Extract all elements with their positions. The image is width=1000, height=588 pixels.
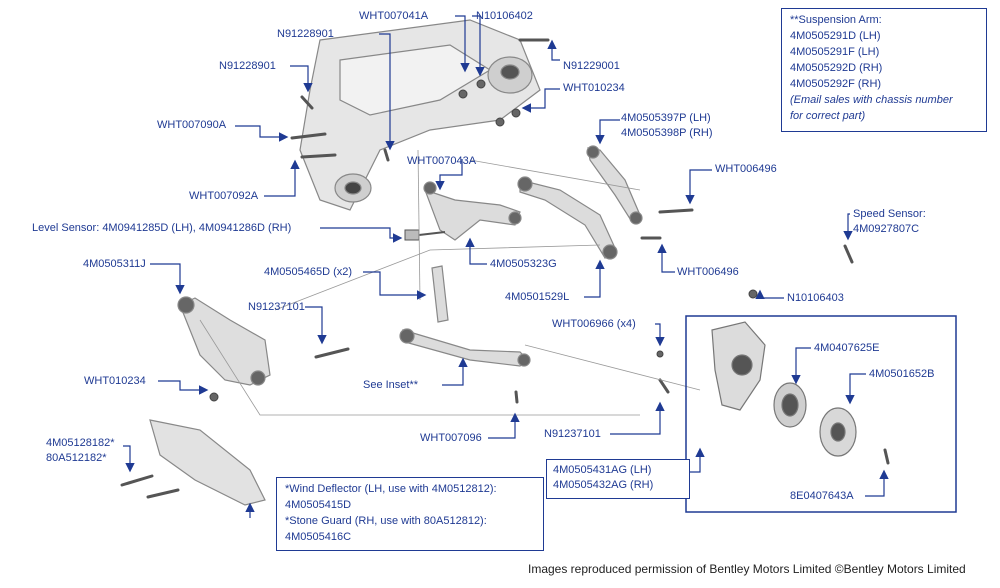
deflector-line-2: 4M0505415D xyxy=(285,499,352,511)
label-4m0505398p: 4M0505398P (RH) xyxy=(621,127,713,139)
label-wht007096: WHT007096 xyxy=(420,432,482,444)
suspension-arm-part-3: 4M0505292D (RH) xyxy=(790,62,883,74)
label-level-sensor: Level Sensor: 4M0941285D (LH), 4M0941286… xyxy=(32,222,292,234)
wheel-bearing-part xyxy=(773,382,807,428)
label-see-inset: See Inset** xyxy=(363,379,419,391)
guide-lines xyxy=(199,149,701,416)
image-credit: Images reproduced permission of Bentley … xyxy=(528,562,966,576)
suspension-arm-box: **Suspension Arm: 4M0505291D (LH) 4M0505… xyxy=(781,8,987,132)
label-4m0407625e: 4M0407625E xyxy=(814,342,880,354)
nuts xyxy=(209,79,758,402)
label-4m0505323g: 4M0505323G xyxy=(490,258,557,270)
label-80a512182: 80A512182* xyxy=(46,452,107,464)
label-n91229001: N91229001 xyxy=(563,60,620,72)
upper-arm-part xyxy=(423,181,522,241)
label-wht010234-top: WHT010234 xyxy=(563,82,625,94)
label-wht007090a: WHT007090A xyxy=(157,119,227,131)
deflector-box: *Wind Deflector (LH, use with 4M0512812)… xyxy=(276,477,544,551)
label-wht007043a: WHT007043A xyxy=(407,155,477,167)
deflector-line-1: *Wind Deflector (LH, use with 4M0512812)… xyxy=(285,483,497,495)
label-wht006496-a: WHT006496 xyxy=(715,163,777,175)
label-4m0501529l: 4M0501529L xyxy=(505,291,570,303)
label-speed-sensor-title: Speed Sensor: xyxy=(853,208,926,220)
subframe-part xyxy=(299,19,541,211)
link-part xyxy=(431,265,449,323)
label-4m05128182: 4M05128182* xyxy=(46,437,115,449)
label-n91228901-b: N91228901 xyxy=(219,60,276,72)
hub-part-lh: 4M0505431AG (LH) xyxy=(553,464,652,476)
label-wht007092a: WHT007092A xyxy=(189,190,259,202)
hub-carrier-part xyxy=(711,321,766,411)
label-wht006496-b: WHT006496 xyxy=(677,266,739,278)
wheel-hub-part xyxy=(819,407,857,457)
label-wht010234-left: WHT010234 xyxy=(84,375,146,387)
lower-link-part xyxy=(399,328,531,367)
label-n91237101-b: N91237101 xyxy=(544,428,601,440)
deflector-line-3: *Stone Guard (RH, use with 80A512812): xyxy=(285,515,487,527)
label-n91237101-a: N91237101 xyxy=(248,301,305,313)
label-wht007041a: WHT007041A xyxy=(359,10,429,22)
label-n91228901-a: N91228901 xyxy=(277,28,334,40)
label-speed-sensor-part: 4M0927807C xyxy=(853,223,920,235)
suspension-arm-note-2: for correct part) xyxy=(790,110,866,122)
label-wht006966: WHT006966 (x4) xyxy=(552,318,636,330)
label-n10106403: N10106403 xyxy=(787,292,844,304)
label-4m0501652b: 4M0501652B xyxy=(869,368,935,380)
leader-lines xyxy=(123,15,889,518)
hub-part-rh: 4M0505432AG (RH) xyxy=(553,479,654,491)
label-4m0505465d: 4M0505465D (x2) xyxy=(264,266,353,278)
stone-guard-part xyxy=(149,419,266,506)
bolts xyxy=(120,38,890,499)
wishbone-part xyxy=(177,296,271,386)
suspension-arm-part-4: 4M0505292F (RH) xyxy=(790,78,882,90)
control-arm-part xyxy=(517,176,618,260)
suspension-arm-part-2: 4M0505291F (LH) xyxy=(790,46,880,58)
inset-frame xyxy=(685,315,957,513)
suspension-arm-part-1: 4M0505291D (LH) xyxy=(790,30,881,42)
trailing-arm-part xyxy=(586,145,643,225)
hub-part-box: 4M0505431AG (LH) 4M0505432AG (RH) xyxy=(546,459,690,499)
label-4m0505397p: 4M0505397P (LH) xyxy=(621,112,711,124)
deflector-line-4: 4M0505416C xyxy=(285,531,352,543)
suspension-arm-title: **Suspension Arm: xyxy=(790,14,882,26)
level-sensor-part xyxy=(404,229,446,241)
label-4m0505311j: 4M0505311J xyxy=(83,258,146,270)
suspension-arm-note-1: (Email sales with chassis number xyxy=(790,94,953,106)
label-n10106402: N10106402 xyxy=(476,10,533,22)
label-8e0407643a: 8E0407643A xyxy=(790,490,854,502)
